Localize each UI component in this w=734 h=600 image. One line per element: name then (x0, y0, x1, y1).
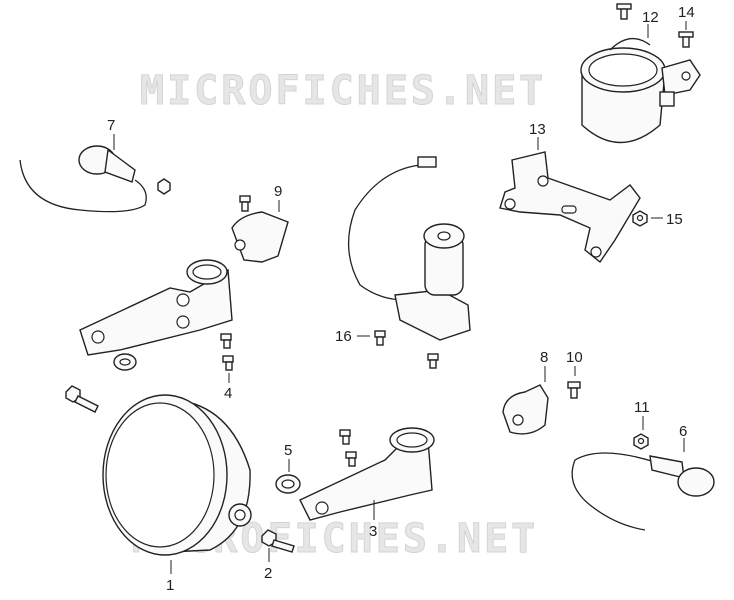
headlight-bolt-left (65, 385, 99, 413)
callout-11: 11 (634, 399, 650, 416)
callout-12: 12 (642, 9, 659, 26)
callout-4: 4 (224, 385, 232, 402)
washer-5 (275, 474, 301, 494)
nut-15 (632, 210, 648, 227)
bracket-8-part (502, 384, 549, 435)
bracket-9-part (231, 195, 289, 263)
callout-14: 14 (678, 4, 695, 21)
callout-2: 2 (264, 565, 272, 582)
headlight-part (102, 394, 252, 556)
headlight-bracket-left-part (79, 259, 233, 356)
bolt-16-right (427, 353, 439, 369)
meter-bracket-part (499, 151, 641, 264)
callout-1: 1 (166, 577, 174, 594)
turn-signal-right-part (571, 452, 715, 531)
bolt-10 (567, 381, 581, 399)
bolt-12-screw (616, 3, 632, 20)
leader-lines (113, 21, 687, 574)
bolts-3-pair (339, 429, 357, 467)
callout-9: 9 (274, 183, 282, 200)
speedometer-part (580, 38, 701, 144)
bolt-14 (678, 31, 694, 48)
turn-signal-left-part (19, 145, 171, 213)
callout-6: 6 (679, 423, 687, 440)
bolt-16 (374, 330, 386, 346)
ignition-switch-part (347, 156, 471, 341)
watermark-top: MICROFICHES.NET (140, 68, 546, 114)
callout-7: 7 (107, 117, 115, 134)
washer-left (113, 353, 137, 371)
callout-13: 13 (529, 121, 546, 138)
callout-8: 8 (540, 349, 548, 366)
callout-3: 3 (369, 523, 377, 540)
callout-16: 16 (335, 328, 352, 345)
callout-10: 10 (566, 349, 583, 366)
callout-15: 15 (666, 211, 683, 228)
callouts: 7 9 4 8 10 11 6 5 3 2 1 13 14 12 15 16 (107, 4, 695, 594)
callout-5: 5 (284, 442, 292, 459)
headlight-bracket-right-part (299, 427, 435, 521)
nut-11 (633, 433, 649, 450)
bolt-4 (220, 333, 234, 371)
bolt-2 (261, 529, 295, 553)
